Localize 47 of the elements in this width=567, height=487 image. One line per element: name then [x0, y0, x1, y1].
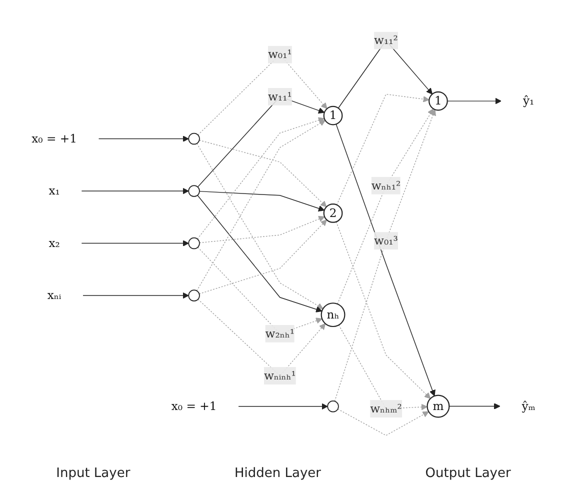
arrow	[196, 120, 326, 292]
node-text: ŷₘ	[522, 399, 536, 414]
edge-label: w₂ₙₕ¹	[265, 326, 295, 341]
edge-label: wₙₕₘ²	[370, 402, 402, 416]
arrow	[98, 136, 189, 142]
node-circle: 2	[323, 204, 343, 224]
arrow	[199, 216, 325, 244]
layer-label: Hidden Layer	[234, 466, 321, 481]
arrow	[197, 195, 322, 313]
arrow	[447, 98, 502, 105]
node-text: ŷ₁	[522, 94, 534, 108]
arrow	[198, 220, 327, 295]
node-circle	[327, 400, 339, 413]
layer-label: Input Layer	[56, 466, 130, 481]
node-circle	[188, 238, 200, 250]
arrow	[336, 94, 430, 206]
arrow	[198, 140, 327, 208]
node-text: xₙᵢ	[47, 288, 62, 302]
arrow	[82, 292, 189, 300]
edge-label: wₙₕ₁²	[371, 178, 401, 193]
edge-label: w₁₁²	[374, 34, 398, 48]
node-text: x₂	[48, 236, 60, 250]
edge-label: w₀₁³	[374, 234, 398, 248]
arrow	[336, 222, 431, 400]
node-circle	[188, 186, 200, 198]
node-circle: 1	[428, 92, 448, 112]
node-circle: 1	[323, 106, 343, 126]
edge-label: wₙᵢₙₕ¹	[264, 368, 296, 383]
node-circle: m	[426, 395, 450, 418]
edge-label: w₀₁¹	[268, 48, 292, 62]
node-circle	[188, 133, 200, 146]
node-text: x₀ = +1	[171, 400, 217, 414]
arrow	[337, 108, 434, 305]
layer-label: Output Layer	[425, 466, 511, 481]
node-circle: nₕ	[320, 302, 346, 328]
arrow	[81, 240, 189, 247]
arrow	[448, 403, 500, 410]
node-text: x₁	[48, 184, 60, 198]
edge-label: w₁₁¹	[268, 90, 292, 104]
arrow	[337, 409, 429, 436]
arrow	[199, 191, 325, 212]
node-circle	[188, 290, 200, 302]
arrow	[81, 188, 189, 195]
arrow	[197, 118, 325, 240]
node-text: x₀ = +1	[32, 132, 78, 146]
arrow	[238, 404, 328, 410]
arrow	[196, 143, 324, 310]
